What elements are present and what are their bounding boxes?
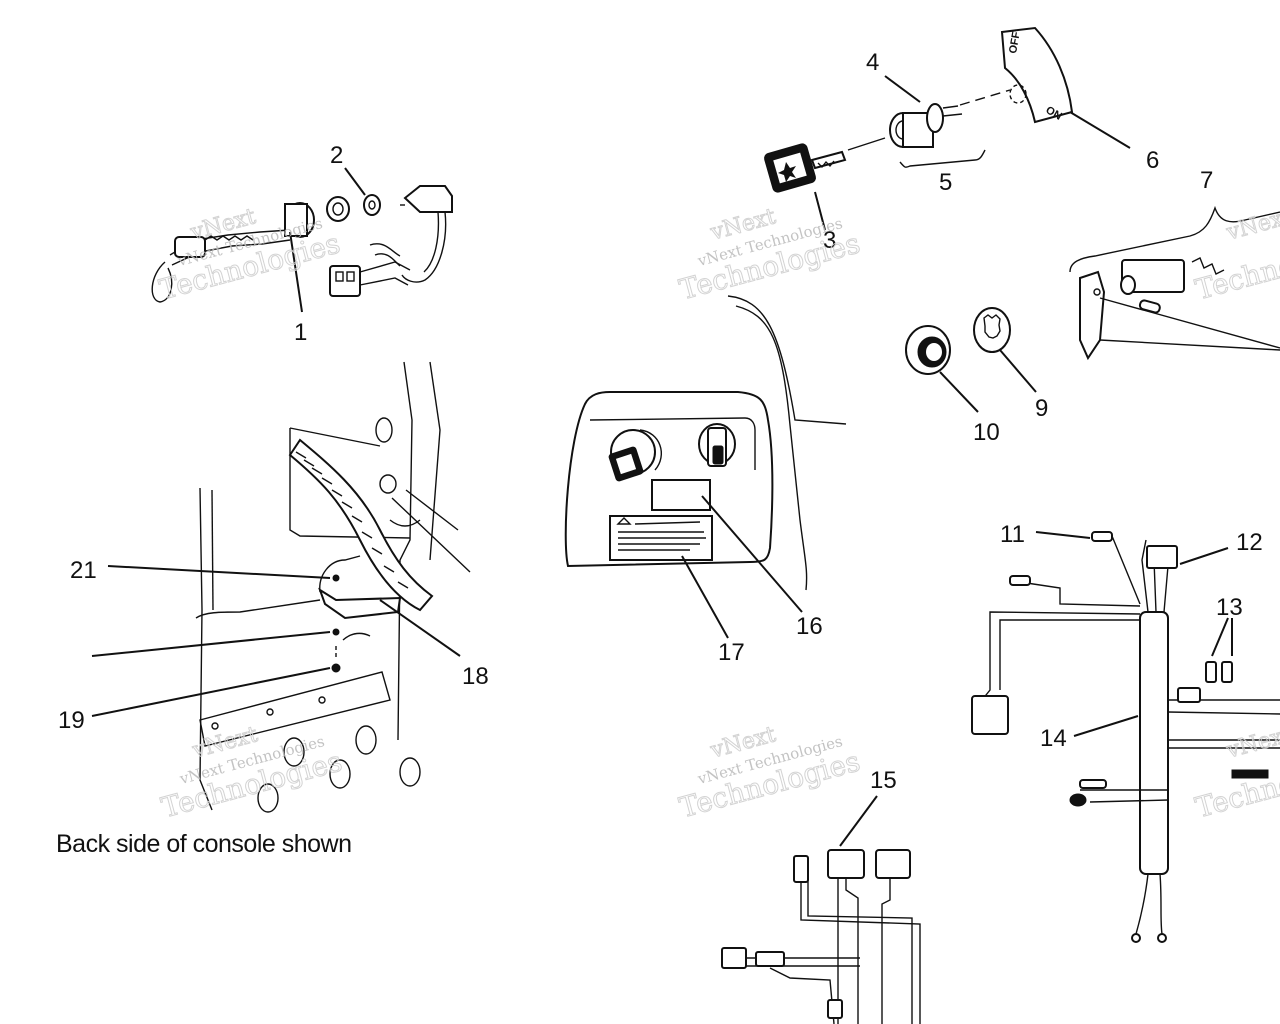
callout-2: 2	[330, 142, 343, 169]
wiring-harness	[971, 531, 1280, 943]
callout-21: 21	[70, 557, 97, 584]
off-label: OFF	[1007, 31, 1023, 55]
key-switch-group: OFF ON	[764, 26, 1131, 231]
callout-15: 15	[870, 767, 897, 794]
callout-10: 10	[973, 419, 1000, 446]
callout-13: 13	[1216, 594, 1243, 621]
callout-18: 18	[462, 663, 489, 690]
callout-1: 1	[294, 319, 307, 346]
callout-5: 5	[939, 169, 952, 196]
callout-7: 7	[1200, 167, 1213, 194]
watermark-3: vNext vNext Technologies Technologies	[157, 722, 346, 825]
console-back-view	[91, 361, 471, 813]
callout-12: 12	[1236, 529, 1263, 556]
watermark-4: vNext vNext Technologies Technologies	[675, 722, 864, 825]
watermark-2: vNext vNext Technologies Technologies	[675, 204, 864, 307]
callout-11: 11	[1000, 521, 1025, 548]
callout-19: 19	[58, 707, 85, 734]
callout-9: 9	[1035, 395, 1048, 422]
callout-16: 16	[796, 613, 823, 640]
sub-harness-15	[721, 795, 921, 1024]
diagram-caption: Back side of console shown	[56, 830, 352, 858]
callout-3: 3	[823, 227, 836, 254]
watermark-6: vNext Technologies	[1191, 722, 1280, 825]
watermark-5: vNext Technologies	[1191, 204, 1280, 307]
watermark-brand: vNext	[1223, 204, 1280, 246]
switch-assembly-7	[905, 205, 1280, 413]
callout-14: 14	[1040, 725, 1067, 752]
callout-4: 4	[866, 49, 879, 76]
callout-17: 17	[718, 639, 745, 666]
watermark-brand: vNext	[1223, 722, 1280, 764]
callout-6: 6	[1146, 147, 1159, 174]
ignition-switch-assembly	[151, 167, 453, 313]
callout-labels: 1 2 3 4 5 6 7 9 10 11 12 13 14 15 16 17 …	[58, 49, 1263, 794]
console	[564, 295, 847, 639]
